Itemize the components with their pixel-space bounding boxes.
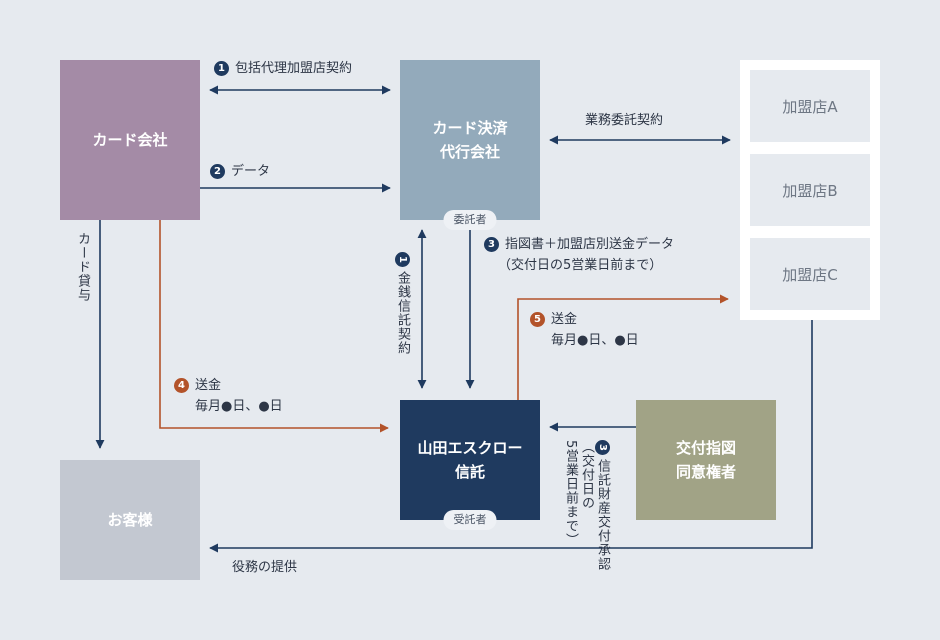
approval-text-line3: 5営業日前まで） xyxy=(563,440,578,548)
step-3b-icon: 3 xyxy=(595,440,610,455)
card-company-box: カード会社 xyxy=(60,60,200,220)
remit-trust-text-line1: 送金 xyxy=(195,378,222,393)
merchant-c: 加盟店C xyxy=(750,238,870,310)
trust-box: 山田エスクロー 信託 受託者 xyxy=(400,400,540,530)
approval-text-line2: （交付日の xyxy=(579,440,594,510)
payment-agent-label-line1: カード決済 xyxy=(432,119,508,137)
service-text: 役務の提供 xyxy=(232,560,298,575)
merchant-panel: 加盟店A 加盟店B 加盟店C xyxy=(740,60,880,320)
approver-label-line1: 交付指図 xyxy=(675,439,736,457)
remit-merchant-label: 5 送金 毎月●日、●日 xyxy=(530,309,639,351)
card-loan-label: カード貸与 xyxy=(74,232,90,302)
merchant-b: 加盟店B xyxy=(750,154,870,226)
outsourcing-label: 業務委託契約 xyxy=(585,110,663,131)
merchant-a: 加盟店A xyxy=(750,70,870,142)
card-company-label: カード会社 xyxy=(92,131,168,149)
trust-label-line1: 山田エスクロー xyxy=(417,439,523,457)
instruction-text-line2: （交付日の5営業日前まで） xyxy=(498,258,663,273)
money-trust-text: 金銭信託契約 xyxy=(395,271,410,355)
entruster-badge: 委託者 xyxy=(443,210,497,230)
approver-box: 交付指図 同意権者 xyxy=(636,400,776,520)
step-1b-icon: 1 xyxy=(395,252,410,267)
step-4-icon: 4 xyxy=(174,378,189,393)
arrow-remit-trust xyxy=(159,220,389,433)
remit-trust-label: 4 送金 毎月●日、●日 xyxy=(174,375,283,417)
step-3-icon: 3 xyxy=(484,237,499,252)
trust-label-line2: 信託 xyxy=(454,463,485,481)
card-loan-text: カード貸与 xyxy=(75,232,90,302)
money-trust-label: 1 金銭信託契約 xyxy=(394,252,410,355)
step-1-icon: 1 xyxy=(214,61,229,76)
arrow-service xyxy=(209,320,813,553)
approval-text-line1: 信託財産交付承認 xyxy=(595,459,610,571)
data-text: データ xyxy=(231,164,271,179)
customer-box: お客様 xyxy=(60,460,200,580)
customer-label: お客様 xyxy=(107,511,153,529)
step-5-icon: 5 xyxy=(530,312,545,327)
trustee-badge: 受託者 xyxy=(443,510,497,530)
step-2-icon: 2 xyxy=(210,164,225,179)
remit-trust-text-line2: 毎月●日、●日 xyxy=(195,399,283,414)
service-label: 役務の提供 xyxy=(232,557,297,578)
payment-agent-box: カード決済 代行会社 委託者 xyxy=(400,60,540,230)
agency-contract-text: 包括代理加盟店契約 xyxy=(235,61,353,76)
approver-label-line2: 同意権者 xyxy=(675,463,736,481)
agency-contract-label: 1 包括代理加盟店契約 xyxy=(214,58,352,79)
payment-agent-label-line2: 代行会社 xyxy=(439,143,500,161)
instruction-label: 3 指図書＋加盟店別送金データ （交付日の5営業日前まで） xyxy=(484,234,674,276)
outsourcing-text: 業務委託契約 xyxy=(585,113,664,128)
data-label: 2 データ xyxy=(210,161,270,182)
arrow-remit-merchant xyxy=(517,294,729,400)
instruction-text-line1: 指図書＋加盟店別送金データ xyxy=(505,237,675,252)
remit-merchant-text-line2: 毎月●日、●日 xyxy=(551,333,639,348)
remit-merchant-text-line1: 送金 xyxy=(551,312,578,327)
